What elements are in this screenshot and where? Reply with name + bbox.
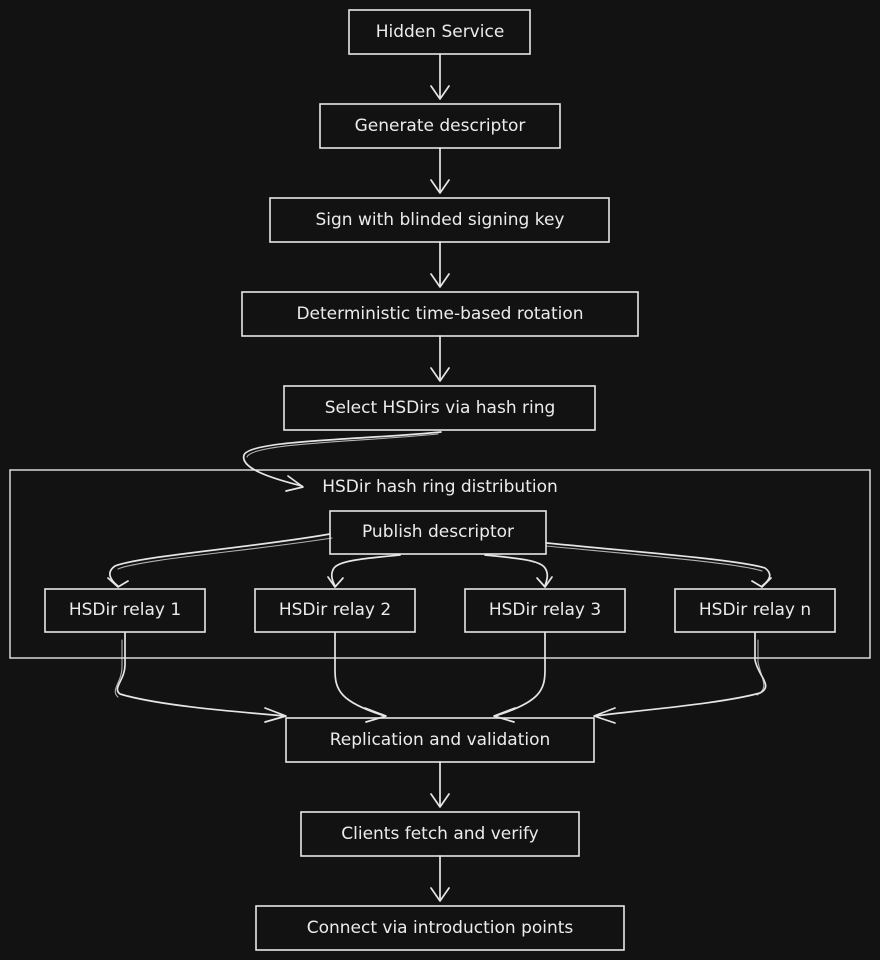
node-hsdir-relay-3[interactable]: HSDir relay 3: [464, 588, 626, 633]
node-relay1-label: HSDir relay 1: [69, 600, 181, 620]
group-frame: [9, 469, 871, 659]
group-title: HSDir hash ring distribution: [322, 477, 558, 497]
node-replication-label: Replication and validation: [330, 730, 551, 750]
edge-relay2-to-replication: [334, 632, 387, 723]
node-hidden-service-label: Hidden Service: [376, 22, 505, 42]
node-hsdir-relay-n[interactable]: HSDir relay n: [674, 588, 836, 633]
node-sign-label: Sign with blinded signing key: [315, 210, 564, 230]
node-relayn-label: HSDir relay n: [699, 600, 811, 620]
edge-publish-to-relay1: [107, 533, 333, 588]
edge-select-to-group: [243, 431, 442, 492]
edge-replication-to-clients: [430, 761, 450, 808]
node-hsdir-relay-2[interactable]: HSDir relay 2: [254, 588, 416, 633]
edge-relay1-to-replication: [114, 632, 287, 723]
node-clients-fetch-verify[interactable]: Clients fetch and verify: [300, 811, 580, 857]
node-generate-descriptor-label: Generate descriptor: [355, 116, 526, 136]
node-select-hsdirs[interactable]: Select HSDirs via hash ring: [283, 385, 596, 431]
edge-hidden-service-to-generate: [430, 53, 450, 100]
node-hsdir-relay-1[interactable]: HSDir relay 1: [44, 588, 206, 633]
node-rotation-label: Deterministic time-based rotation: [296, 304, 583, 324]
node-connect-intro-points[interactable]: Connect via introduction points: [255, 905, 625, 951]
node-hidden-service[interactable]: Hidden Service: [348, 9, 531, 55]
node-select-hsdirs-label: Select HSDirs via hash ring: [325, 398, 556, 418]
node-publish-label: Publish descriptor: [362, 522, 514, 542]
node-replication-validation[interactable]: Replication and validation: [285, 717, 595, 763]
node-clients-label: Clients fetch and verify: [341, 824, 538, 844]
edge-clients-to-connect: [430, 855, 450, 902]
edge-relayn-to-replication: [593, 632, 767, 724]
group-hsdir-hash-ring: HSDir hash ring distribution: [9, 469, 871, 659]
edge-sign-to-rotation: [430, 241, 450, 288]
edge-publish-to-relay2: [327, 554, 401, 588]
edge-publish-to-relay3: [484, 554, 553, 588]
edge-rotation-to-select: [430, 335, 450, 382]
node-publish-descriptor[interactable]: Publish descriptor: [329, 510, 547, 555]
edge-generate-to-sign: [430, 147, 450, 194]
edge-relay3-to-replication: [493, 632, 546, 723]
node-relay2-label: HSDir relay 2: [279, 600, 391, 620]
node-time-based-rotation[interactable]: Deterministic time-based rotation: [241, 291, 639, 337]
node-relay3-label: HSDir relay 3: [489, 600, 601, 620]
edges: [107, 53, 772, 902]
node-generate-descriptor[interactable]: Generate descriptor: [319, 103, 561, 149]
node-sign-with-blinded-key[interactable]: Sign with blinded signing key: [269, 197, 610, 243]
edge-publish-to-relayn: [545, 542, 772, 588]
node-connect-label: Connect via introduction points: [307, 918, 574, 938]
